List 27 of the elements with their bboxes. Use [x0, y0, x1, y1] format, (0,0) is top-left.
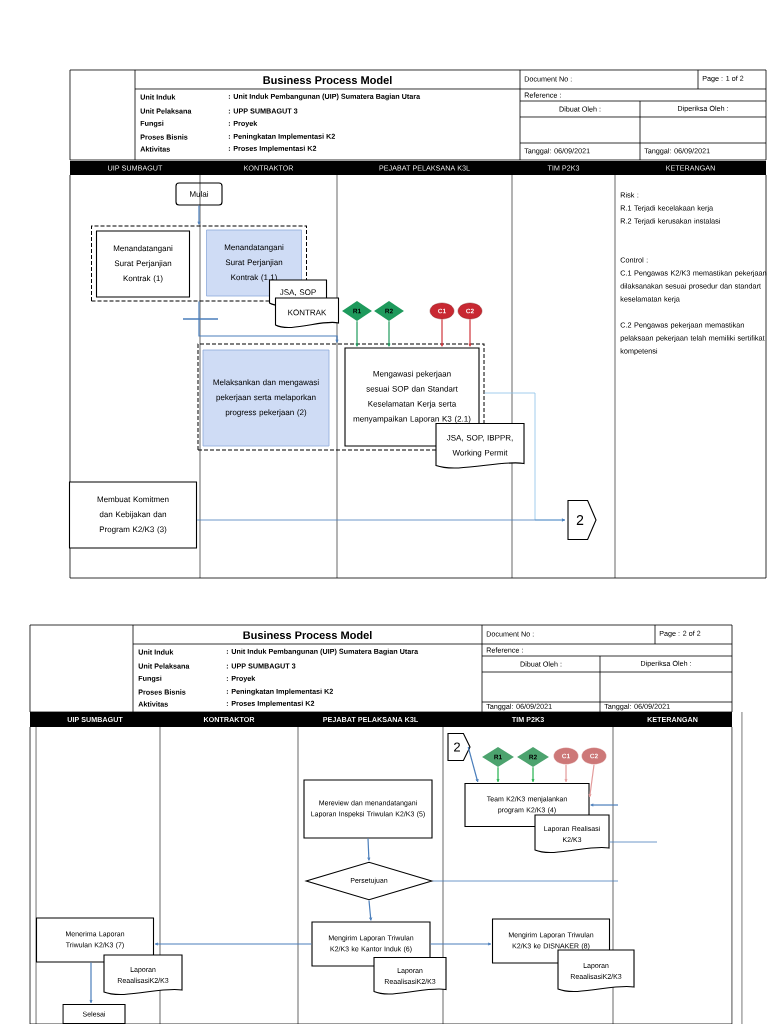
arrow: [198, 300, 339, 343]
arrow: [355, 320, 359, 347]
arrow: [197, 204, 201, 225]
process-box: Melaksankan dan mengawasi pekerjaan serta melaporkan progress pekerjaan (2): [202, 349, 330, 447]
title: Business Process Model: [263, 75, 392, 85]
offpage-connector: 2: [567, 499, 597, 541]
title: Business Process Model: [243, 630, 372, 640]
arrow: [564, 764, 568, 783]
arrow: [367, 837, 371, 861]
offpage-connector: 2: [447, 732, 471, 762]
arrow: [89, 961, 93, 1004]
dashed-group-box: [197, 343, 485, 451]
arrow: [196, 518, 566, 522]
arrow: [467, 746, 479, 783]
terminator-box: Mulai: [175, 182, 223, 206]
process-box: Menandatangani Surat Perjanjian Kontrak (1): [95, 230, 191, 298]
arrow: [154, 942, 313, 946]
arrow: [368, 899, 373, 921]
arrow: [531, 766, 535, 783]
arrow: [496, 766, 500, 783]
arrow: [468, 318, 472, 347]
arrow: [440, 318, 444, 347]
arrow: [429, 942, 492, 946]
process-box: Membuat Komitmen dan Kebijakan dan Program K2/K3 (3): [68, 481, 198, 549]
arrow: [387, 320, 391, 347]
arrow: [588, 764, 595, 798]
arrow: [590, 803, 619, 807]
